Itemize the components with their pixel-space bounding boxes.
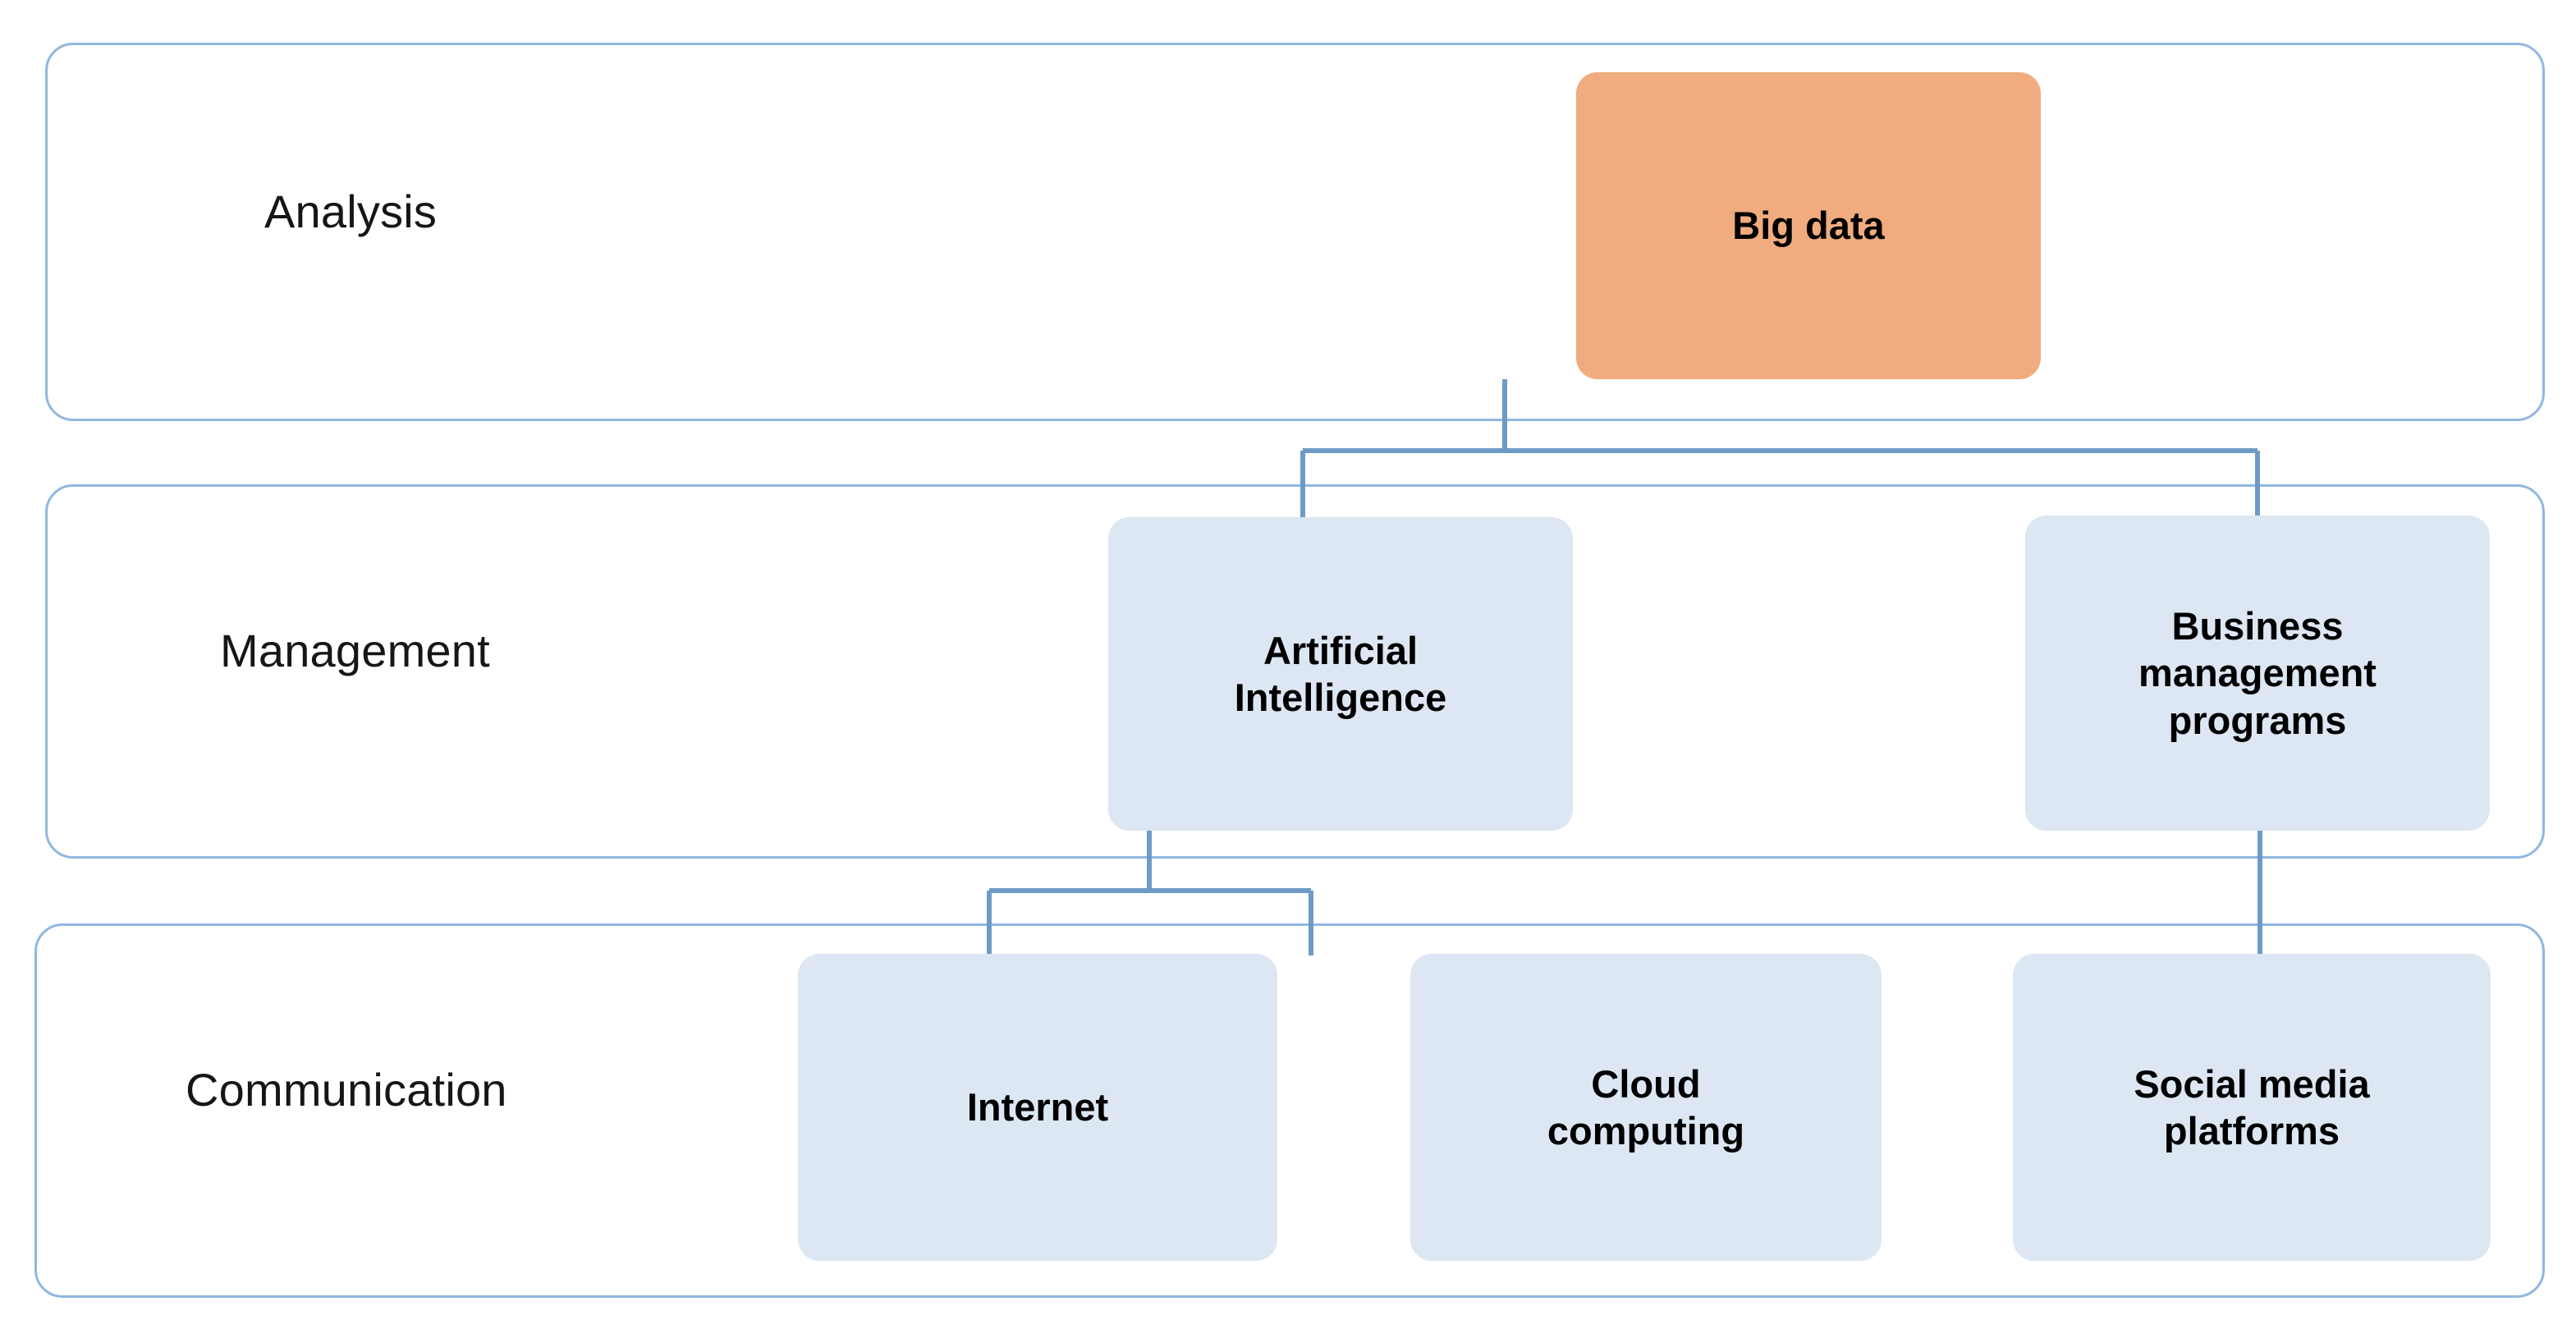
row-label-analysis: Analysis bbox=[264, 186, 438, 237]
row-label-management: Management bbox=[220, 625, 490, 676]
node-label-artificial-intelligence: Artificial Intelligence bbox=[1234, 628, 1447, 719]
node-business-management-programs[interactable]: Business management programs bbox=[2025, 515, 2490, 831]
node-label-social-media-platforms: Social media platforms bbox=[2134, 1061, 2370, 1152]
row-frame-analysis bbox=[45, 43, 2545, 421]
node-cloud-computing[interactable]: Cloud computing bbox=[1410, 954, 1882, 1261]
node-internet[interactable]: Internet bbox=[798, 954, 1277, 1261]
node-big-data[interactable]: Big data bbox=[1576, 72, 2041, 379]
node-label-cloud-computing: Cloud computing bbox=[1547, 1061, 1745, 1152]
node-label-internet: Internet bbox=[966, 1085, 1109, 1130]
row-label-communication: Communication bbox=[186, 1064, 507, 1116]
node-label-big-data: Big data bbox=[1732, 204, 1885, 248]
node-artificial-intelligence[interactable]: Artificial Intelligence bbox=[1108, 517, 1573, 831]
node-label-business-management-programs: Business management programs bbox=[2138, 604, 2377, 742]
node-social-media-platforms[interactable]: Social media platforms bbox=[2013, 954, 2491, 1261]
